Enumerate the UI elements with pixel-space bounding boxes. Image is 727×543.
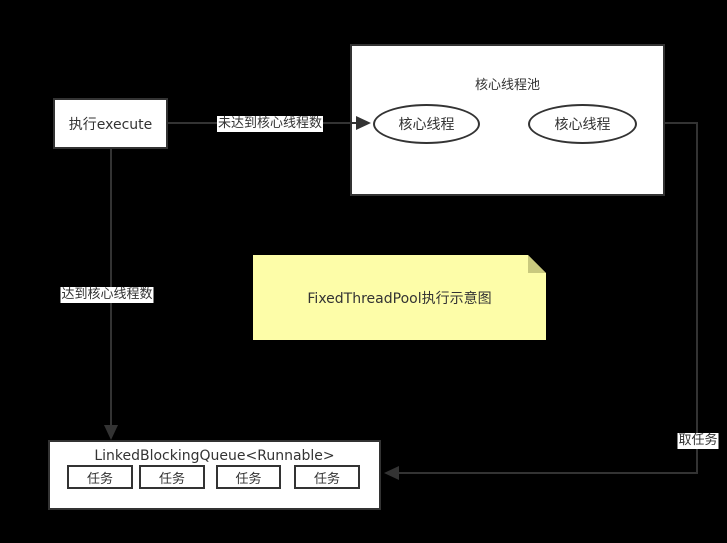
node-linked-blocking-queue[interactable]: LinkedBlockingQueue<Runnable> 任务 任务 任务 任… bbox=[48, 440, 381, 510]
core-thread-1-label: 核心线程 bbox=[398, 117, 455, 133]
task-item-2[interactable]: 任务 bbox=[139, 465, 205, 489]
node-execute-label: 执行execute bbox=[68, 116, 153, 133]
note-folded-corner bbox=[528, 255, 546, 273]
edge-label-not-reached-core-count: 未达到核心线程数 bbox=[216, 116, 324, 132]
task-item-1[interactable]: 任务 bbox=[67, 465, 133, 489]
sticky-note[interactable]: FixedThreadPool执行示意图 bbox=[253, 255, 546, 340]
task-item-4-label: 任务 bbox=[313, 471, 340, 487]
node-execute[interactable]: 执行execute bbox=[53, 98, 168, 149]
node-core-thread-1[interactable]: 核心线程 bbox=[373, 104, 480, 144]
task-item-1-label: 任务 bbox=[86, 471, 113, 487]
task-item-3-label: 任务 bbox=[235, 471, 262, 487]
edge-to-queue-arrowhead bbox=[104, 425, 118, 440]
task-item-4[interactable]: 任务 bbox=[294, 465, 360, 489]
core-thread-2-label: 核心线程 bbox=[554, 117, 611, 133]
queue-title: LinkedBlockingQueue<Runnable> bbox=[94, 448, 335, 464]
core-thread-pool-title: 核心线程池 bbox=[474, 78, 540, 93]
edge-label-reached-core-count: 达到核心线程数 bbox=[60, 287, 154, 303]
task-item-3[interactable]: 任务 bbox=[216, 465, 281, 489]
node-core-thread-pool[interactable]: 核心线程池 核心线程 核心线程 bbox=[350, 44, 665, 196]
edge-label-take-task: 取任务 bbox=[677, 433, 719, 449]
note-text: FixedThreadPool执行示意图 bbox=[307, 290, 492, 307]
node-core-thread-2[interactable]: 核心线程 bbox=[528, 104, 637, 144]
edge-take-task-arrowhead bbox=[384, 466, 399, 480]
task-item-2-label: 任务 bbox=[158, 471, 185, 487]
